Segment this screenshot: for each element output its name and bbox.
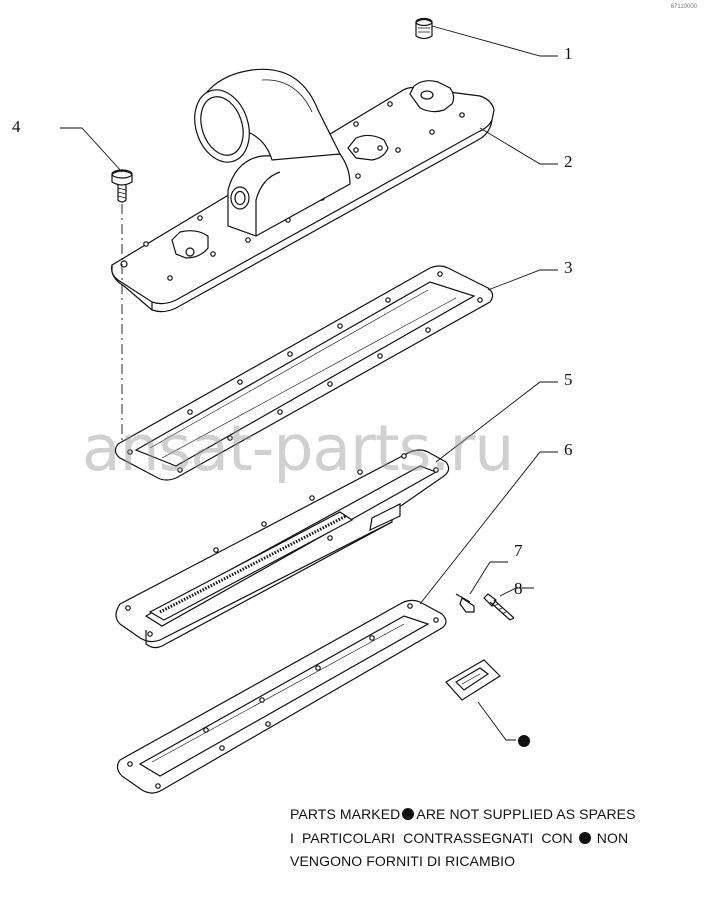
note-line-italian-2: VENGONO FORNITI DI RICAMBIO bbox=[290, 853, 516, 869]
part-1-plug bbox=[415, 17, 433, 40]
part-4-bolt bbox=[111, 169, 133, 203]
note-line2-end: NON bbox=[596, 830, 629, 846]
note-line1-end: ARE NOT SUPPLIED AS SPARES bbox=[416, 806, 636, 822]
note-line1-start: PARTS MARKED bbox=[290, 806, 401, 822]
leader-lines bbox=[60, 25, 558, 741]
part-8-stud bbox=[483, 593, 515, 621]
note-line2-start: I PARTICOLARI CONTRASSEGNATI CON bbox=[290, 830, 573, 846]
drawing-code: 67110000 bbox=[670, 4, 697, 10]
part-7-pin bbox=[455, 593, 475, 613]
note-line-italian-1: I PARTICOLARI CONTRASSEGNATI CON NON bbox=[290, 830, 628, 846]
note-line-english: PARTS MARKED ARE NOT SUPPLIED AS SPARES bbox=[290, 806, 636, 822]
callout-7: 7 bbox=[514, 541, 523, 560]
callout-2: 2 bbox=[564, 152, 573, 171]
callout-3: 3 bbox=[564, 258, 573, 277]
part-2-cover bbox=[111, 68, 495, 313]
part-6-gasket bbox=[116, 599, 447, 794]
callout-8: 8 bbox=[514, 579, 523, 598]
callout-5: 5 bbox=[564, 370, 573, 389]
callout-4: 4 bbox=[12, 117, 21, 136]
identification-plate bbox=[445, 659, 501, 701]
part-5-core-housing bbox=[115, 449, 450, 649]
part-3-gasket bbox=[114, 265, 494, 481]
watermark: ansat-parts.ru bbox=[82, 412, 514, 485]
callout-1: 1 bbox=[564, 44, 573, 63]
not-supplied-marker bbox=[518, 735, 530, 747]
callout-6: 6 bbox=[564, 440, 573, 459]
bullet-marker-icon bbox=[578, 832, 591, 844]
bullet-marker-icon bbox=[402, 808, 415, 820]
